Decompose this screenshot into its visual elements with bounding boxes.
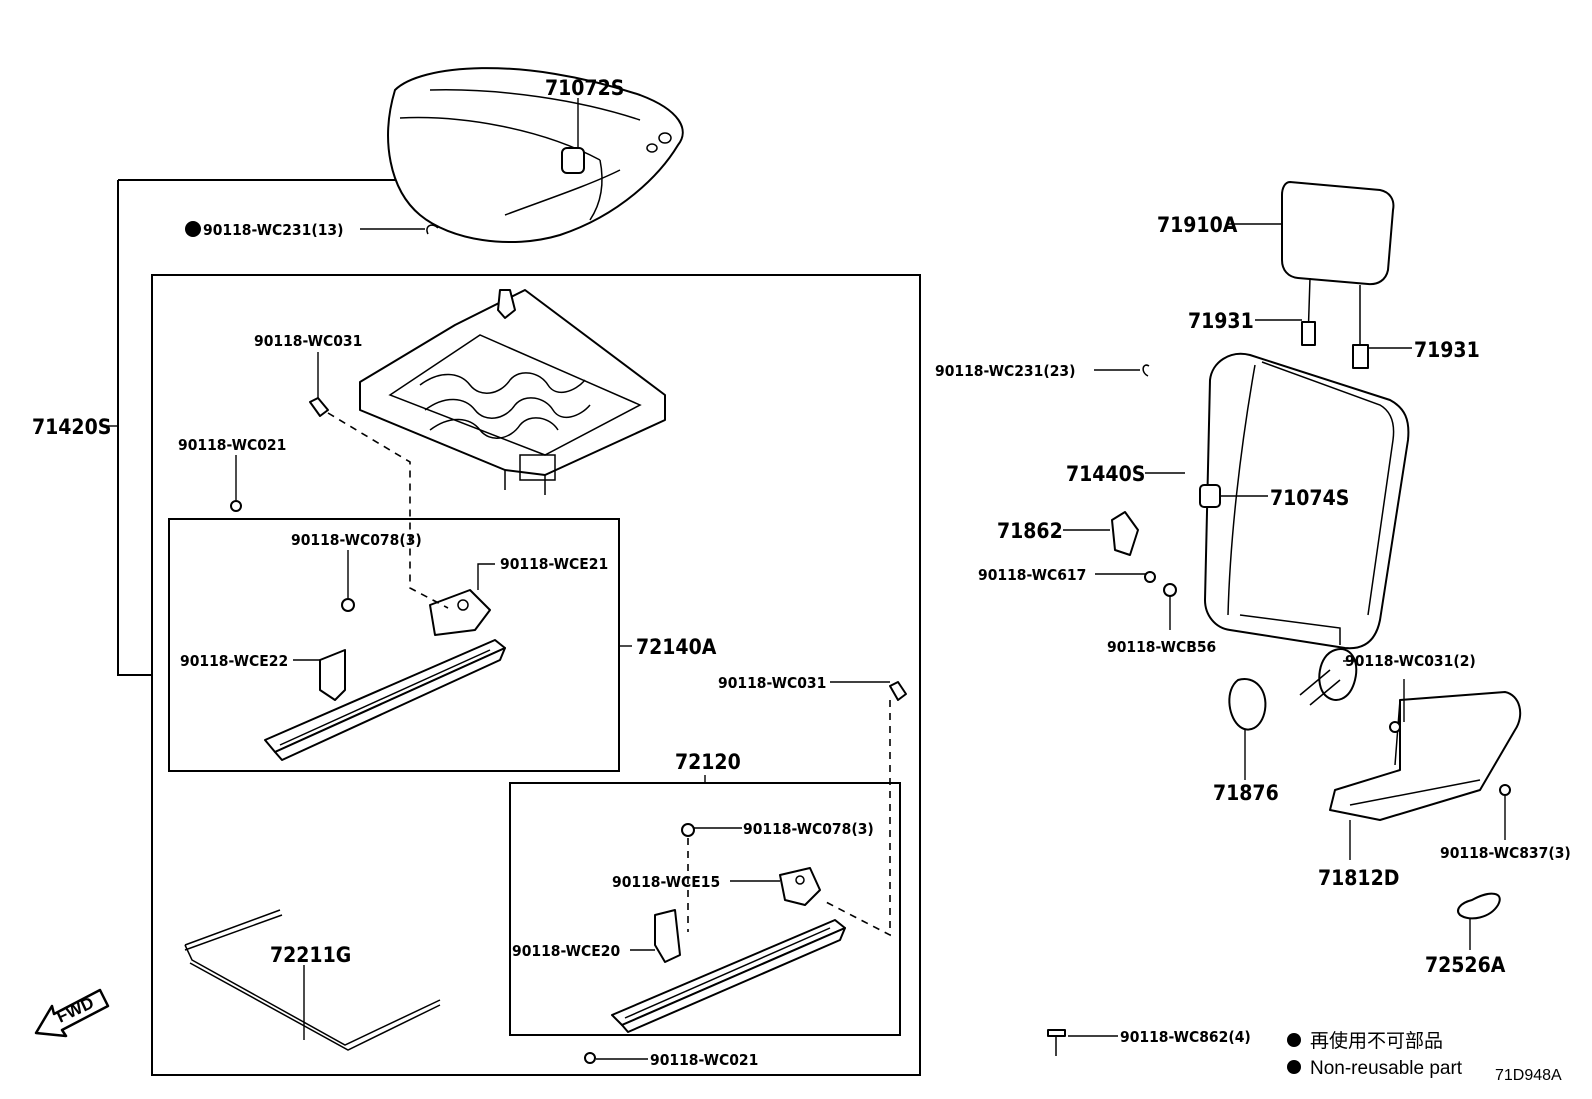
label-90118-WC031-a: 90118-WC031 <box>254 332 362 350</box>
label-71812D: 71812D <box>1318 866 1399 890</box>
fasteners <box>230 224 1150 1064</box>
label-90118-WCE21: 90118-WCE21 <box>500 555 608 573</box>
diagram-code: 71D948A <box>1495 1067 1562 1084</box>
label-71072S: 71072S <box>545 76 624 100</box>
legend-en: Non-reusable part <box>1310 1058 1463 1079</box>
label-90118-WC862-4: 90118-WC862(4) <box>1120 1028 1251 1046</box>
label-71910A: 71910A <box>1157 213 1238 237</box>
seat-track-right <box>611 823 846 1033</box>
label-71931-right: 71931 <box>1414 338 1480 362</box>
seatback <box>1199 352 1410 650</box>
label-72211G: 72211G <box>270 943 351 967</box>
recliner-parts <box>1111 511 1522 920</box>
fwd-arrow-icon: FWD <box>34 988 110 1038</box>
label-90118-WC617: 90118-WC617 <box>978 566 1086 584</box>
label-71876: 71876 <box>1213 781 1279 805</box>
leader-lines <box>108 98 1506 1060</box>
label-90118-WC231-23: 90118-WC231(23) <box>935 362 1075 380</box>
label-90118-WCE15: 90118-WCE15 <box>612 873 720 891</box>
label-72140A: 72140A <box>636 635 717 659</box>
label-71074S: 71074S <box>1270 486 1349 510</box>
label-90118-WCE20: 90118-WCE20 <box>512 942 620 960</box>
label-90118-WC078-3-a: 90118-WC078(3) <box>291 531 422 549</box>
non-reusable-marker <box>185 221 201 237</box>
label-72526A: 72526A <box>1425 953 1506 977</box>
label-71420S: 71420S <box>32 415 111 439</box>
label-71931-left: 71931 <box>1188 309 1254 333</box>
label-90118-WC078-3-b: 90118-WC078(3) <box>743 820 874 838</box>
headrest <box>1281 181 1395 369</box>
label-72120: 72120 <box>675 750 741 774</box>
legend-dot-jp <box>1287 1033 1301 1047</box>
dashed-guides <box>327 412 891 937</box>
label-90118-WC021-a: 90118-WC021 <box>178 436 286 454</box>
seat-frame <box>359 289 666 495</box>
wire-72211g <box>184 909 441 1051</box>
legend: 再使用不可部品 Non-reusable part 71D948A <box>1287 1030 1562 1084</box>
legend-jp: 再使用不可部品 <box>1310 1030 1443 1052</box>
label-90118-WC031-2: 90118-WC031(2) <box>1345 652 1476 670</box>
label-90118-WCB56: 90118-WCB56 <box>1107 638 1216 656</box>
part-labels: 71072S 90118-WC231(13) 90118-WC031 71420… <box>32 76 1571 1069</box>
seat-cushion-cover <box>387 67 684 244</box>
seat-track-left <box>264 589 506 761</box>
label-90118-WC231-13: 90118-WC231(13) <box>203 221 343 239</box>
label-90118-WC837-3: 90118-WC837(3) <box>1440 844 1571 862</box>
label-90118-WCE22: 90118-WCE22 <box>180 652 288 670</box>
label-71862: 71862 <box>997 519 1063 543</box>
label-71440S: 71440S <box>1066 462 1145 486</box>
legend-dot-en <box>1287 1060 1301 1074</box>
label-90118-WC021-b: 90118-WC021 <box>650 1051 758 1069</box>
label-90118-WC031-b: 90118-WC031 <box>718 674 826 692</box>
